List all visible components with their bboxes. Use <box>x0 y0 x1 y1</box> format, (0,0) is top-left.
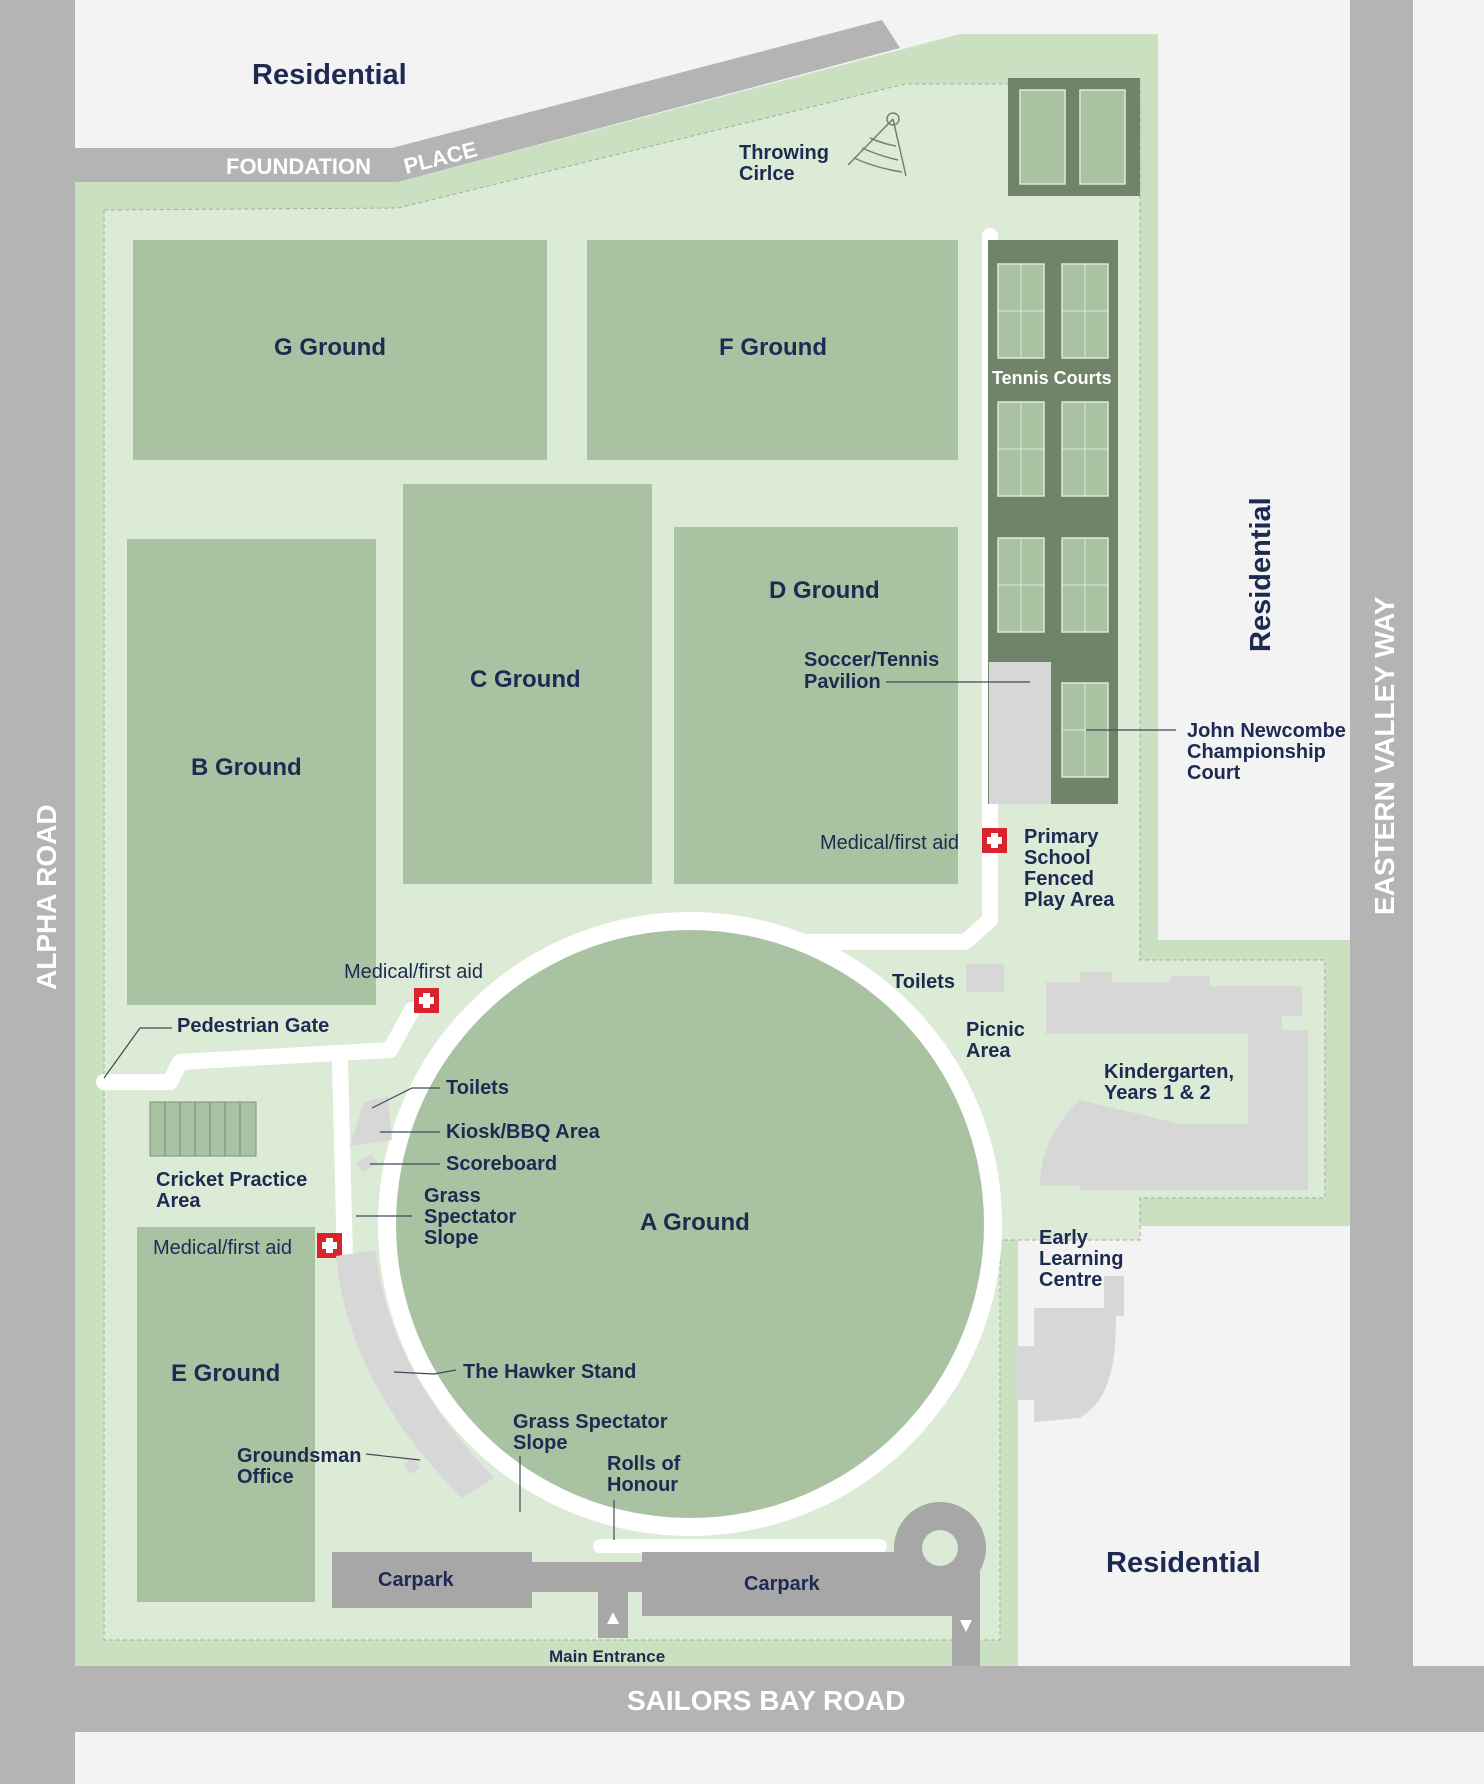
early-learning-label-2: Learning <box>1039 1248 1123 1270</box>
g-ground-label: G Ground <box>274 334 386 361</box>
medical-label-1: Medical/first aid <box>820 832 959 854</box>
primary-label-3: Fenced <box>1024 868 1094 890</box>
toilets-west-building <box>350 1096 392 1146</box>
throwing-circle <box>847 112 907 177</box>
soccer-pavilion-label-2: Pavilion <box>804 671 881 693</box>
residential-bottom-right: Residential <box>1106 1547 1261 1579</box>
kindergarten-label: Kindergarten, <box>1104 1061 1234 1083</box>
sailors-bay-road-label: SAILORS BAY ROAD <box>627 1685 906 1716</box>
sailors-bay-road <box>0 1666 1484 1732</box>
c-ground <box>403 484 652 884</box>
eastern-valley-way-label: EASTERN VALLEY WAY <box>1369 596 1400 915</box>
hawker-stand <box>336 1250 494 1498</box>
rolls-label: Rolls of <box>607 1453 681 1475</box>
roundabout-island <box>922 1530 958 1566</box>
soccer-tennis-pavilion <box>989 662 1051 804</box>
groundsman-label-2: Office <box>237 1466 294 1488</box>
medical-label-2: Medical/first aid <box>344 961 483 983</box>
picnic-label: Picnic <box>966 1019 1025 1041</box>
medical-icon-3 <box>317 1233 342 1258</box>
pedestrian-gate-label: Pedestrian Gate <box>177 1015 329 1037</box>
a-ground <box>396 930 984 1518</box>
grass-south-label-2: Slope <box>513 1432 567 1454</box>
tennis-courts-label: Tennis Courts <box>992 368 1112 388</box>
primary-label: Primary <box>1024 826 1099 848</box>
medical-label-3: Medical/first aid <box>153 1237 292 1259</box>
grass-slope-label-2: Spectator <box>424 1206 516 1228</box>
g-ground <box>133 240 547 460</box>
cricket-label-2: Area <box>156 1190 201 1212</box>
groundsman-office <box>404 1458 420 1474</box>
e-ground <box>137 1227 315 1602</box>
carpark-link <box>532 1562 642 1592</box>
rolls-label-2: Honour <box>607 1474 678 1496</box>
toilets-west-label: Toilets <box>446 1077 509 1099</box>
paths <box>96 228 1002 1553</box>
grass-slope-label: Grass <box>424 1185 481 1207</box>
newcombe-label: John Newcombe <box>1187 720 1346 742</box>
a-ground-label: A Ground <box>640 1209 750 1236</box>
residential-top: Residential <box>252 59 407 91</box>
court-lines <box>998 264 1108 777</box>
alpha-road-label: ALPHA ROAD <box>31 804 62 990</box>
foundation-label: FOUNDATION <box>226 154 371 179</box>
grass-slope-label-3: Slope <box>424 1227 478 1249</box>
medical-icon-1 <box>982 828 1007 853</box>
alpha-road <box>0 0 75 1784</box>
medical-icon-2 <box>414 988 439 1013</box>
roundabout-arrow-icon <box>960 1620 972 1632</box>
scoreboard-label: Scoreboard <box>446 1153 557 1175</box>
b-ground-label: B Ground <box>191 754 302 781</box>
scoreboard-building <box>356 1154 378 1172</box>
cricket-net-lines <box>164 1102 241 1156</box>
eastern-valley-way <box>1350 0 1413 1666</box>
toilets-east-building <box>966 964 1004 992</box>
kindergarten-building <box>1040 972 1308 1190</box>
cricket-label: Cricket Practice <box>156 1169 307 1191</box>
f-ground-label: F Ground <box>719 334 827 361</box>
early-learning-label: Early <box>1039 1227 1089 1249</box>
foundation-place <box>75 20 900 182</box>
picnic-label-2: Area <box>966 1040 1011 1062</box>
throwing-label-2: Cirlce <box>739 163 795 185</box>
throwing-label: Throwing <box>739 142 829 164</box>
residential-right: Residential <box>1245 497 1277 652</box>
c-ground-label: C Ground <box>470 666 581 693</box>
carpark-west <box>332 1552 532 1608</box>
toilets-east-label: Toilets <box>892 971 955 993</box>
roundabout-exit <box>952 1570 980 1666</box>
d-ground <box>674 527 958 884</box>
carpark-east-label: Carpark <box>744 1573 820 1595</box>
b-ground <box>127 539 376 1005</box>
kindergarten-label-2: Years 1 & 2 <box>1104 1082 1211 1104</box>
f-ground <box>587 240 958 460</box>
kiosk-label: Kiosk/BBQ Area <box>446 1121 601 1143</box>
e-ground-label: E Ground <box>171 1360 280 1387</box>
carpark-west-label: Carpark <box>378 1569 454 1591</box>
early-learning-label-3: Centre <box>1039 1269 1102 1291</box>
grass-south-label: Grass Spectator <box>513 1411 668 1433</box>
upper-court-markings <box>1019 89 1126 185</box>
hawker-label: The Hawker Stand <box>463 1361 636 1383</box>
early-learning-building <box>1016 1276 1124 1422</box>
soccer-pavilion-label: Soccer/Tennis <box>804 649 939 671</box>
primary-label-4: Play Area <box>1024 889 1115 911</box>
d-ground-label: D Ground <box>769 577 880 604</box>
entrance-arrow-icon <box>607 1612 619 1624</box>
cricket-practice-nets <box>149 1101 257 1157</box>
primary-label-2: School <box>1024 847 1091 869</box>
newcombe-label-2: Championship <box>1187 741 1326 763</box>
newcombe-label-3: Court <box>1187 762 1241 784</box>
main-entrance-label: Main Entrance <box>549 1647 665 1666</box>
groundsman-label: Groundsman <box>237 1445 361 1467</box>
